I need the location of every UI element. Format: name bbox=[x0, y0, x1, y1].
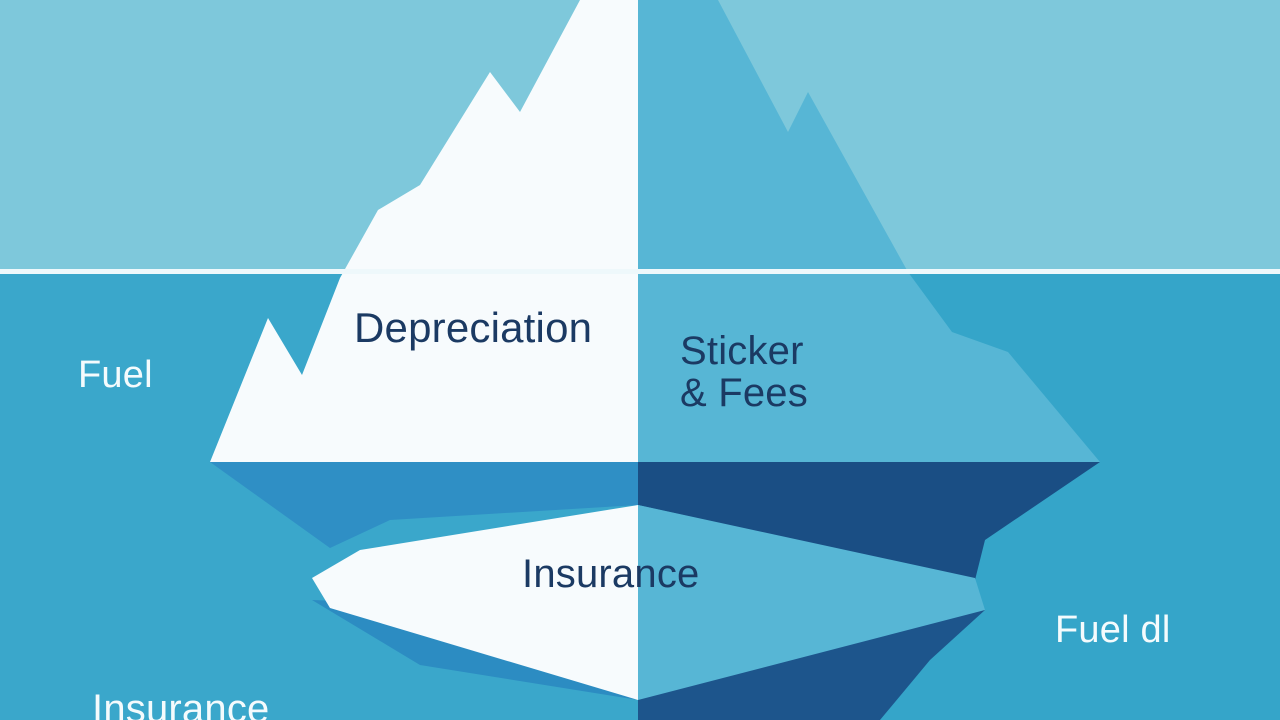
sticker-fees-label: Sticker & Fees bbox=[680, 330, 808, 414]
fuel-right-label: Fuel dl bbox=[1055, 609, 1171, 651]
insurance-center-label: Insurance bbox=[522, 552, 700, 596]
iceberg-lit-face bbox=[210, 0, 638, 462]
waterline bbox=[0, 269, 1280, 274]
iceberg-shaded-face bbox=[638, 0, 1100, 462]
insurance-bottom-label: Insurance bbox=[92, 687, 270, 720]
submerged-ice-right bbox=[638, 505, 985, 700]
underwater-tier-left bbox=[210, 462, 638, 548]
sticker-line-2: & Fees bbox=[680, 371, 808, 415]
submerged-ice-left bbox=[312, 505, 638, 700]
fuel-left-label: Fuel bbox=[78, 354, 153, 396]
depreciation-label: Depreciation bbox=[354, 304, 593, 351]
underwater-tier-right bbox=[638, 462, 1100, 580]
sticker-line-1: Sticker bbox=[680, 329, 804, 373]
